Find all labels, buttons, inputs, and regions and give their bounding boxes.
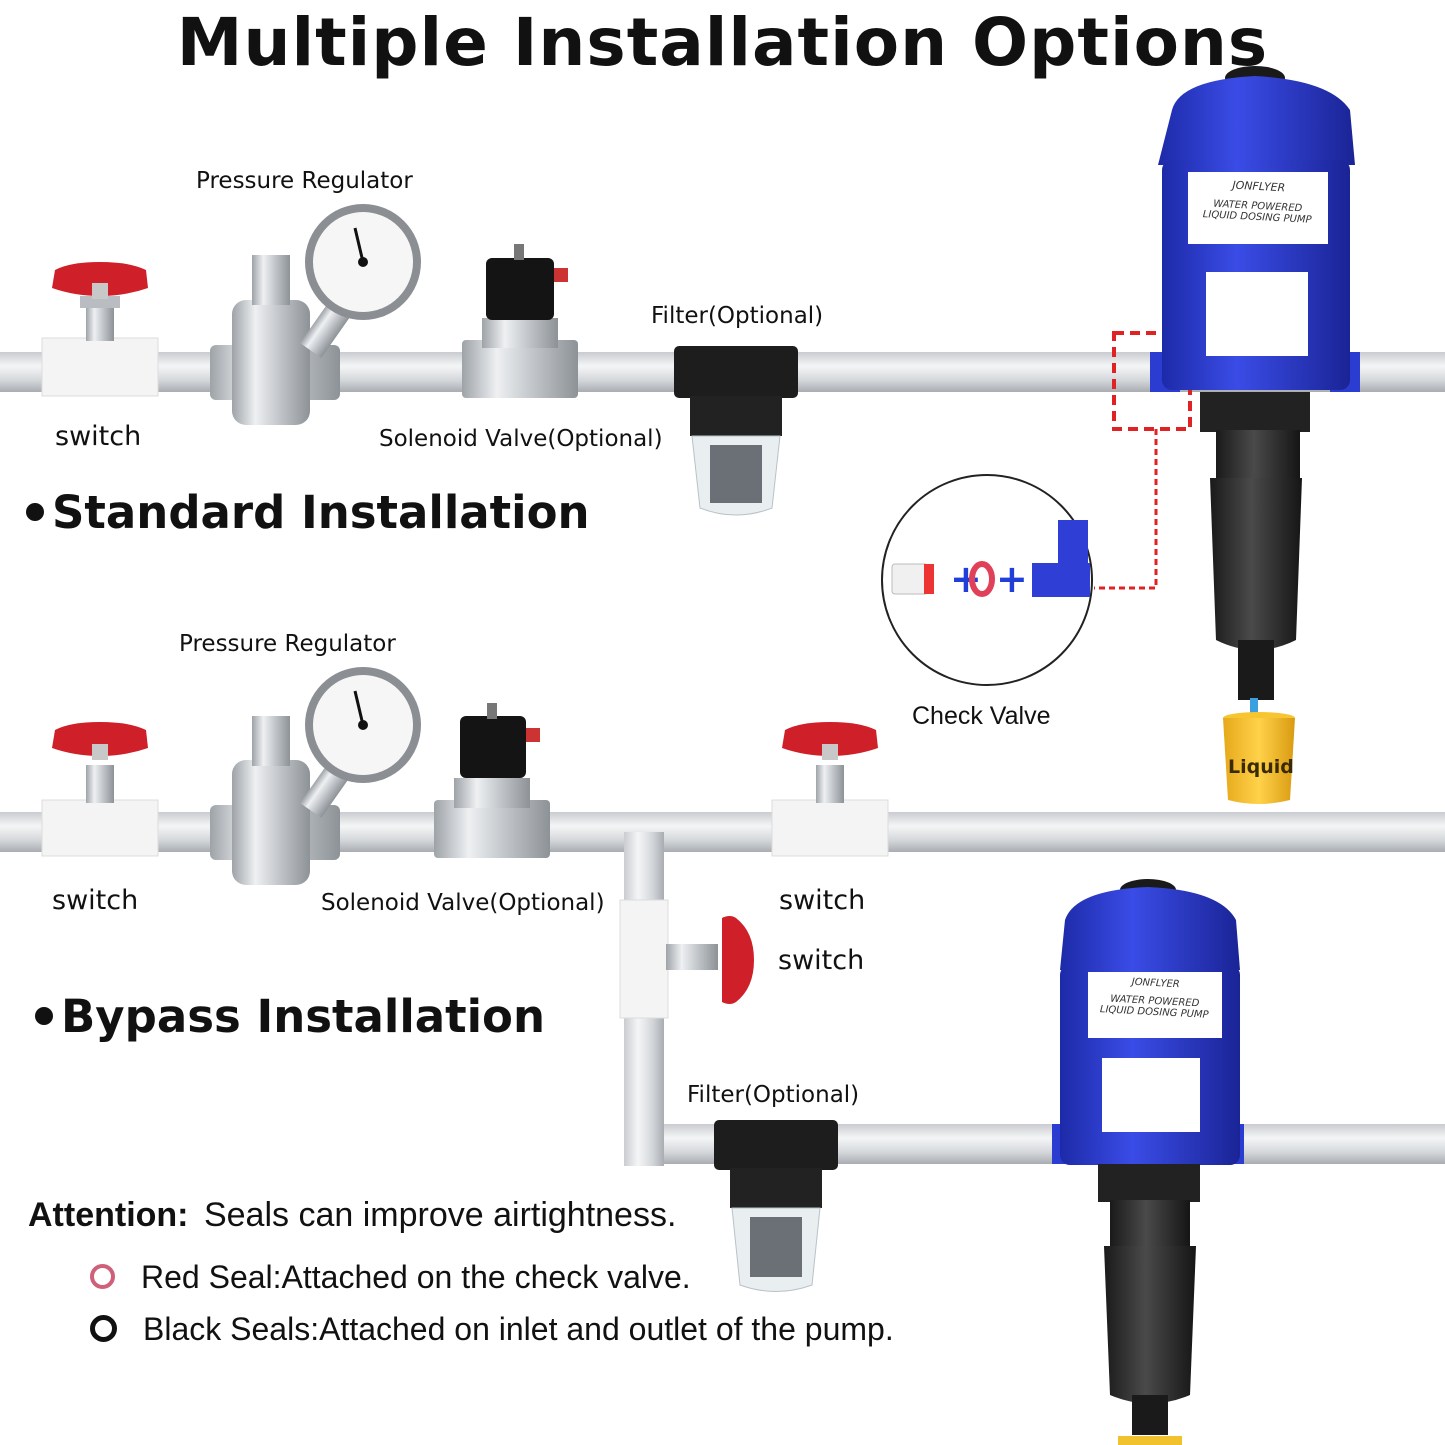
standard-heading: Standard Installation [26,486,590,539]
svg-text:+: + [996,557,1028,601]
bypass-switch-left [41,722,159,857]
attention-note: Attention: Seals can improve airtightnes… [28,1196,676,1235]
standard-solenoid-valve [462,244,578,398]
bypass-switch-right [771,722,889,857]
standard-pressure-regulator-label: Pressure Regulator [196,168,413,194]
bypass-heading: Bypass Installation [35,990,545,1043]
standard-dosing-pump [1150,66,1360,718]
bypass-filter [714,1120,838,1292]
standard-pressure-regulator [210,204,421,425]
attention-label: Attention: [28,1196,189,1234]
standard-switch-label: switch [55,421,142,452]
red-seal-note: Red Seal:Attached on the check valve. [90,1259,691,1296]
liquid-label: Liquid [1228,756,1294,778]
bypass-switch-vertical [619,899,754,1019]
bypass-pump-label: JONFLYER WATER POWERED LIQUID DOSING PUM… [1089,975,1221,1022]
standard-switch-valve [41,262,159,397]
attention-text: Seals can improve airtightness. [203,1196,677,1234]
standard-filter-label: Filter(Optional) [651,303,824,329]
page-title: Multiple Installation Options [176,4,1269,81]
red-seal-text: Red Seal:Attached on the check valve. [141,1259,691,1295]
check-valve-highlight [1094,331,1192,590]
bypass-switch-left-label: switch [52,885,139,916]
black-seal-note: Black Seals:Attached on inlet and outlet… [90,1311,894,1348]
bypass-solenoid-valve [434,703,550,858]
standard-filter [674,346,798,516]
check-valve-callout: + + [881,474,1093,686]
bypass-solenoid-label: Solenoid Valve(Optional) [321,890,605,916]
red-seal-icon [90,1264,115,1290]
black-seal-icon [90,1315,117,1343]
standard-solenoid-label: Solenoid Valve(Optional) [379,426,663,452]
bypass-pressure-regulator [210,667,421,885]
standard-heading-text: Standard Installation [52,486,590,539]
bypass-filter-label: Filter(Optional) [687,1082,860,1108]
liquid-bucket [1223,712,1295,804]
bypass-switch-right-bottom-label: switch [778,945,865,976]
bypass-switch-right-top-label: switch [779,885,866,916]
black-seal-text: Black Seals:Attached on inlet and outlet… [143,1311,894,1347]
bullet-icon [26,503,44,521]
bypass-heading-text: Bypass Installation [61,990,545,1043]
check-valve-label: Check Valve [912,702,1051,730]
standard-pump-label: JONFLYER WATER POWERED LIQUID DOSING PUM… [1189,176,1327,226]
bypass-pressure-regulator-label: Pressure Regulator [179,631,396,657]
bypass-dosing-pump [1052,879,1244,1445]
bullet-icon [35,1007,53,1025]
